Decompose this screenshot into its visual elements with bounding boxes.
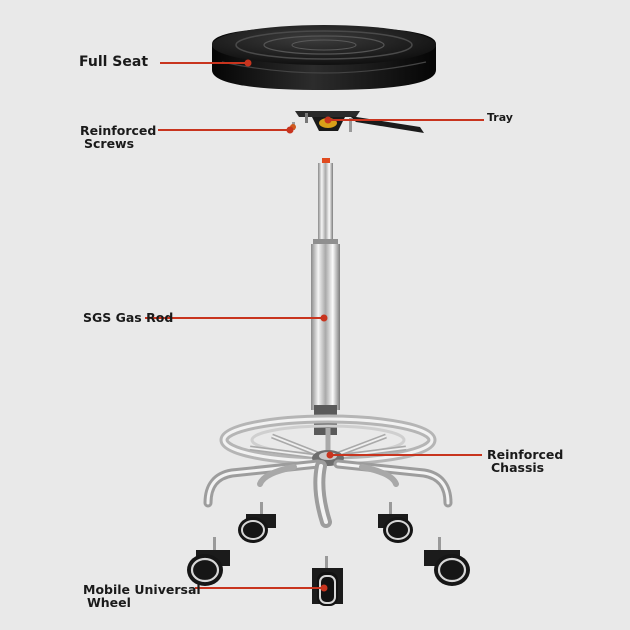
caster-wheel [238,502,276,543]
label-reinforced-screws: Reinforced Screws [80,124,156,150]
label-screws-line1: Reinforced [80,123,157,138]
label-full-seat-text: Full Seat [79,54,149,70]
label-screws-line2: Screws [84,136,135,152]
caster-wheel [187,537,230,586]
caster-wheels [187,502,470,606]
label-mobile-universal-wheel: Mobile Universal Wheel [83,583,201,609]
label-chassis-line1: Reinforced [487,447,564,462]
gas-rod [311,158,340,435]
label-tray-text: Tray [487,111,513,124]
caster-wheel [424,537,470,586]
chassis [203,414,453,528]
caster-wheel [378,502,413,543]
label-tray: Tray [487,112,513,124]
leader-lines [145,59,484,592]
caster-wheel [312,556,343,606]
label-gas-rod-text: SGS Gas Rod [83,310,174,325]
label-full-seat: Full Seat [79,55,148,70]
label-gas-rod: SGS Gas Rod [83,311,173,324]
label-reinforced-chassis: Reinforced Chassis [487,448,563,474]
label-wheel-line2: Wheel [87,595,131,611]
label-wheel-line1: Mobile Universal [83,582,201,597]
seat-tray [290,111,424,133]
seat-cushion [212,25,436,90]
label-chassis-line2: Chassis [491,460,545,476]
